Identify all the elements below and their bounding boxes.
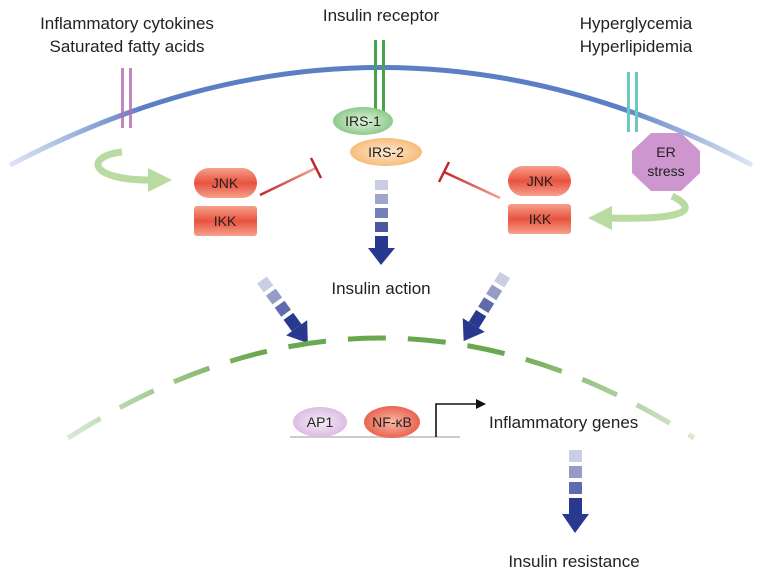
insulin-action-arrow [368,180,395,265]
ikk-right-label: IKK [529,211,552,227]
label-hyperlipidemia: Hyperlipidemia [580,37,693,56]
label-inflammatory-genes: Inflammatory genes [489,413,638,432]
irs2-label: IRS-2 [368,144,404,160]
inhibition-right [437,161,501,200]
inhibition-left [259,157,323,197]
irs2-node [350,138,422,166]
jnk-right-node [508,166,571,196]
label-insulin-resistance: Insulin resistance [508,552,639,571]
jnk-left-label: JNK [212,175,239,191]
er-stress-label-line2: stress [647,163,684,179]
insulin-resistance-arrow [562,450,589,533]
cycle-arrow-left [94,148,172,192]
label-hyperglycemia: Hyperglycemia [580,14,693,33]
irs1-label: IRS-1 [345,113,381,129]
ap1-node [293,407,347,437]
label-saturated-fatty-acids: Saturated fatty acids [50,37,205,56]
insulin-receptor [374,40,385,115]
nfkb-node [364,406,420,438]
ap1-label: AP1 [307,414,334,430]
label-insulin-receptor: Insulin receptor [323,6,440,25]
label-inflammatory-cytokines: Inflammatory cytokines [40,14,214,33]
er-stress-label-line1: ER [656,144,675,160]
label-insulin-action: Insulin action [331,279,430,298]
er-stress-node [632,133,700,191]
jnk-right-label: JNK [527,173,554,189]
cytokine-receptor [121,68,132,128]
irs1-node [333,107,393,135]
nfkb-label: NF-κB [372,414,412,430]
transcription-start-arrow [435,399,486,437]
jnk-left-node [194,168,257,198]
nucleus-membrane [66,335,696,441]
flow-arrow-right [462,271,511,342]
ikk-right-node [508,204,571,234]
ikk-left-node [194,206,257,236]
ikk-left-label: IKK [214,213,237,229]
cycle-arrow-right [588,192,689,230]
glucose-lipid-receptor [627,72,638,132]
flow-arrow-left [257,276,308,344]
cell-membrane [8,65,754,168]
